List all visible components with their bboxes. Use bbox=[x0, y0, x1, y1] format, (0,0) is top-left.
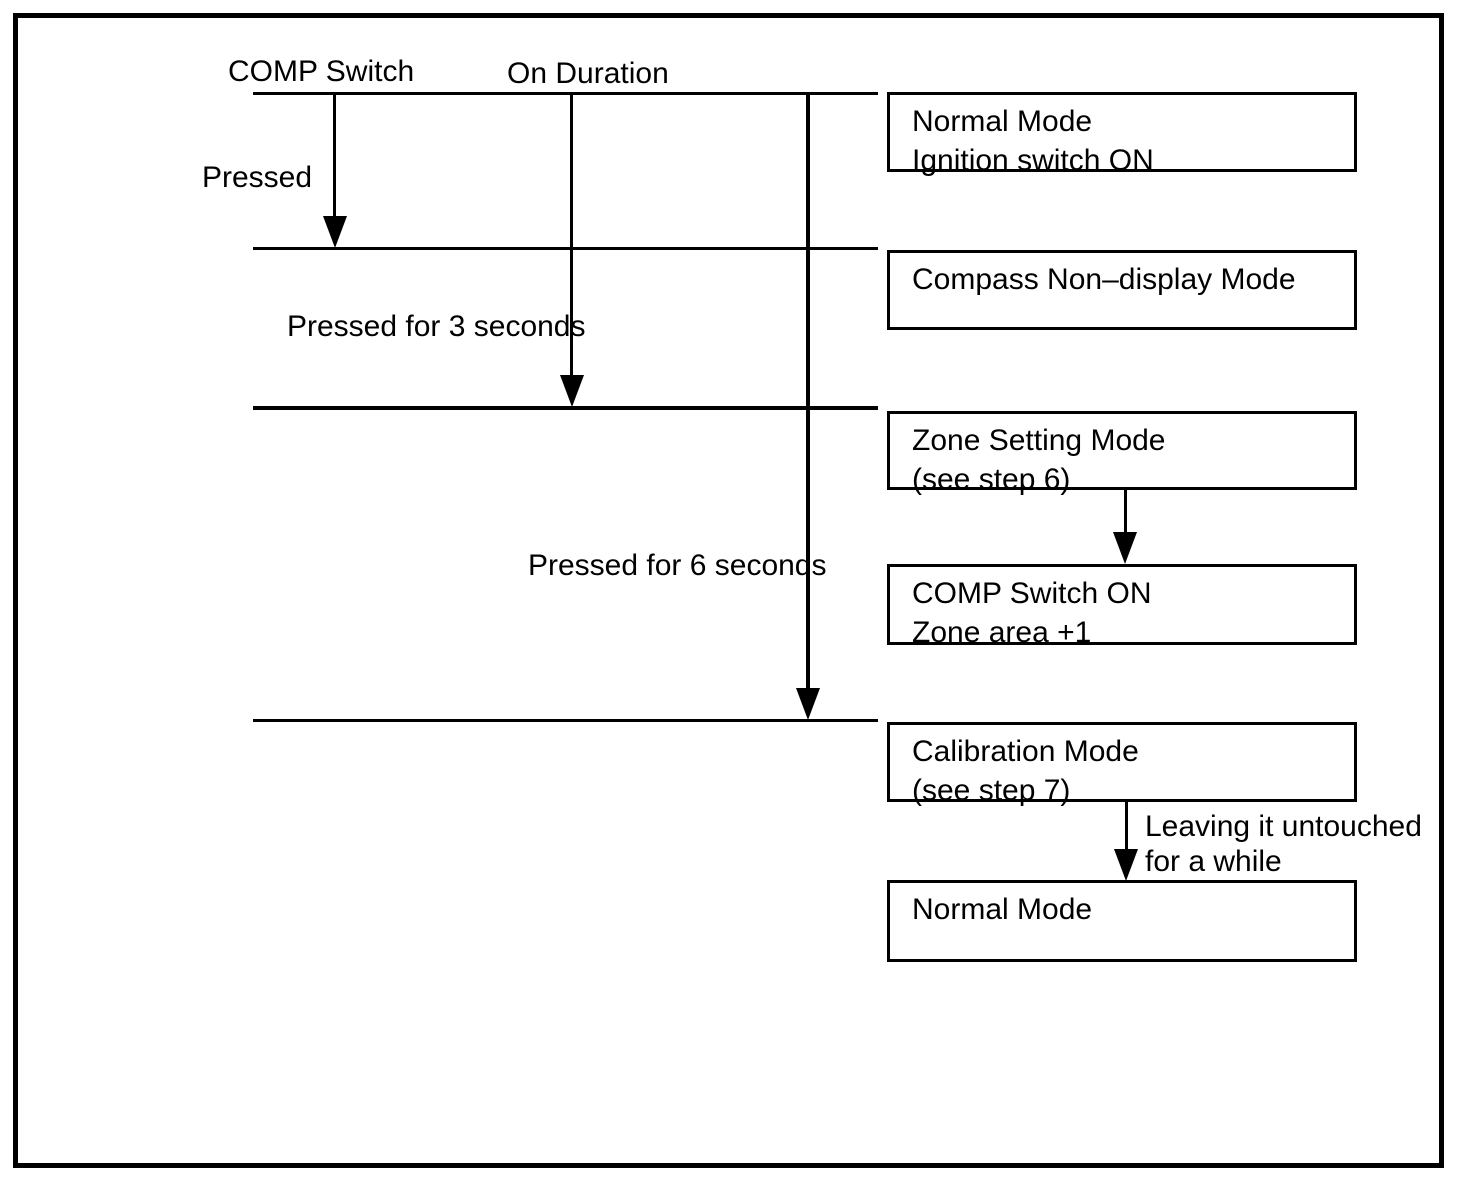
calibration-to-normal-arrow-stem bbox=[1125, 802, 1128, 849]
box-line: (see step 6) bbox=[912, 463, 1071, 496]
box-normal-mode-bottom: Normal Mode bbox=[887, 880, 1357, 962]
calibration-to-normal-arrowhead-icon bbox=[1114, 849, 1138, 881]
pressed-3s-label: Pressed for 3 seconds bbox=[287, 310, 586, 343]
leaving-untouched-label-line2: for a while bbox=[1145, 845, 1282, 878]
timeline-rule-2 bbox=[253, 247, 878, 250]
box-normal-mode-top: Normal Mode Ignition switch ON bbox=[887, 92, 1357, 177]
pressed-6s-label: Pressed for 6 seconds bbox=[528, 549, 827, 582]
zone-to-comp-arrowhead-icon bbox=[1113, 532, 1137, 564]
pressed-arrowhead-icon bbox=[323, 216, 347, 248]
timeline-rule-4 bbox=[253, 719, 878, 722]
pressed-3s-arrow-stem bbox=[570, 95, 573, 375]
box-line: Normal Mode bbox=[912, 893, 1093, 926]
box-comp-switch-on: COMP Switch ON Zone area +1 bbox=[887, 564, 1357, 649]
comp-switch-column-header: COMP Switch bbox=[228, 55, 415, 88]
timeline-rule-1 bbox=[253, 92, 878, 95]
box-line: Ignition switch ON bbox=[912, 144, 1154, 177]
box-calibration-mode: Calibration Mode (see step 7) bbox=[887, 722, 1357, 807]
box-zone-setting-mode: Zone Setting Mode (see step 6) bbox=[887, 411, 1357, 496]
box-line: Zone area +1 bbox=[912, 616, 1092, 649]
pressed-label: Pressed bbox=[202, 161, 313, 194]
box-compass-non-display-mode: Compass Non–display Mode bbox=[887, 250, 1357, 330]
diagram-border bbox=[13, 13, 1444, 1168]
pressed-6s-arrow-stem bbox=[806, 95, 810, 688]
pressed-arrow-stem bbox=[333, 95, 336, 216]
box-line: Compass Non–display Mode bbox=[912, 263, 1296, 296]
leaving-untouched-label-line1: Leaving it untouched bbox=[1145, 810, 1422, 843]
pressed-6s-arrowhead-icon bbox=[796, 688, 820, 720]
box-line: Zone Setting Mode bbox=[912, 424, 1166, 457]
box-line: Normal Mode bbox=[912, 105, 1093, 138]
box-line: (see step 7) bbox=[912, 774, 1071, 807]
box-line: Calibration Mode bbox=[912, 735, 1139, 768]
zone-to-comp-arrow-stem bbox=[1124, 490, 1127, 532]
timeline-rule-3 bbox=[253, 406, 878, 410]
on-duration-column-header: On Duration bbox=[507, 57, 669, 90]
box-line: COMP Switch ON bbox=[912, 577, 1152, 610]
pressed-3s-arrowhead-icon bbox=[560, 375, 584, 407]
